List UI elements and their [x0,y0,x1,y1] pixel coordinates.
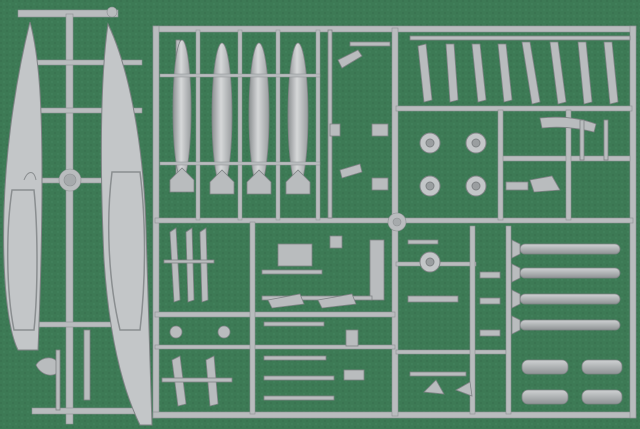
wheels [419,132,487,273]
missile-1 [511,239,621,259]
missiles [511,239,623,405]
lower-left-parts [161,227,385,407]
missile-2 [511,263,621,283]
drop-tank-2 [209,42,235,195]
wheel-1 [419,132,441,154]
center-small-parts [407,239,501,397]
landing-gear-legs [409,35,631,105]
tank-side-small-parts [327,29,391,219]
wheel-3 [419,175,441,197]
wheel-2 [465,132,487,154]
missile-4 [511,315,621,335]
rocket-pod-4 [581,389,623,405]
fuselage-half-right [100,22,153,426]
left-sprue-small-parts [35,329,91,411]
fuselage-half-left [3,21,43,351]
rocket-pod-1 [521,359,569,375]
drop-tanks [159,29,321,221]
gear-doors [505,116,609,193]
wheel-5 [419,251,441,273]
rocket-pod-3 [521,389,569,405]
drop-tank-3 [246,42,272,195]
main-sprue-frame [152,25,637,419]
left-sprue-frame [17,6,143,425]
wheel-4 [465,175,487,197]
missile-3 [511,289,621,309]
rocket-pod-2 [581,359,623,375]
drop-tank-4 [285,42,311,195]
